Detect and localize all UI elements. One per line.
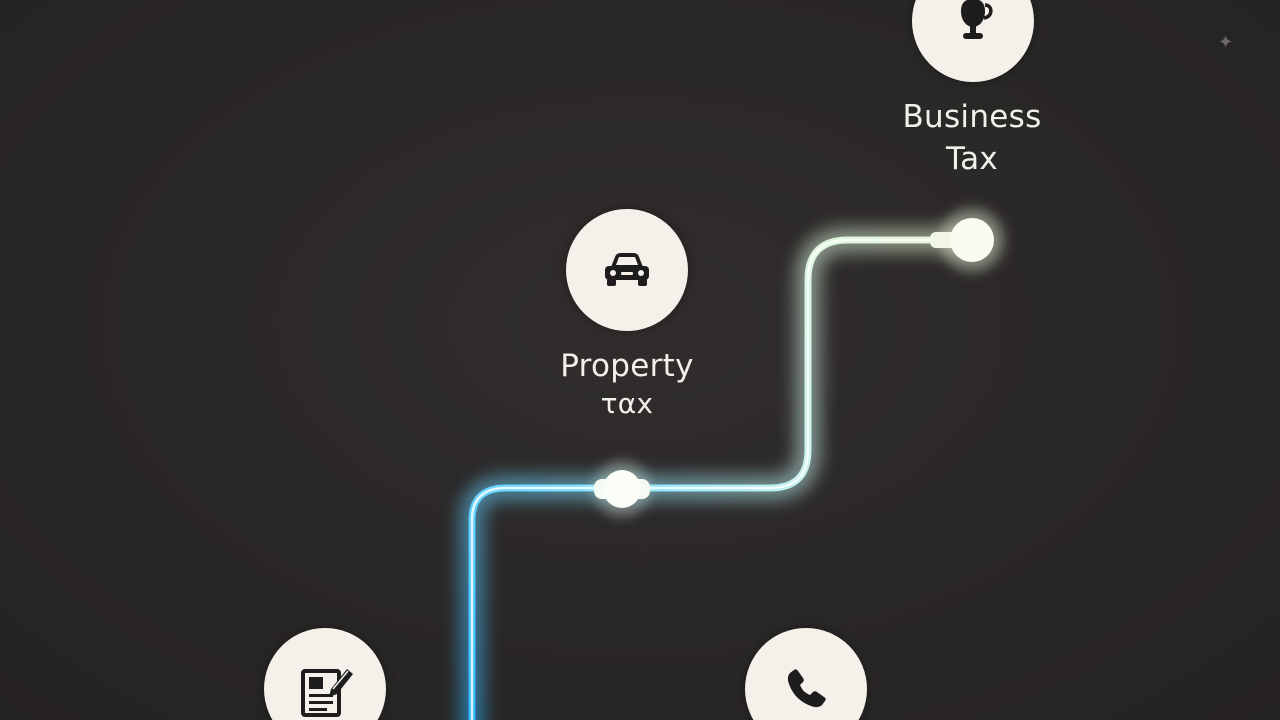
property-tax-label: Property ταx (520, 345, 734, 421)
business-tax-label-line1: Business (902, 99, 1042, 135)
contact-icon-circle (745, 628, 867, 720)
property-tax-icon-circle (566, 209, 688, 331)
trophy-icon (961, 0, 993, 39)
property-tax-label-line1: Property (560, 348, 694, 384)
document-edit-icon (301, 669, 353, 717)
property-tax-label-line2: ταx (600, 387, 654, 420)
sparkle-icon: ✦ (1218, 32, 1234, 53)
milestone-node-property (594, 461, 650, 517)
car-icon (605, 253, 649, 286)
business-tax-label-line2: Tax (945, 141, 999, 177)
milestone-node-business (930, 208, 1004, 272)
business-tax-label: Business Tax (870, 96, 1074, 180)
filing-icon-circle (264, 628, 386, 720)
phone-icon (787, 669, 826, 708)
